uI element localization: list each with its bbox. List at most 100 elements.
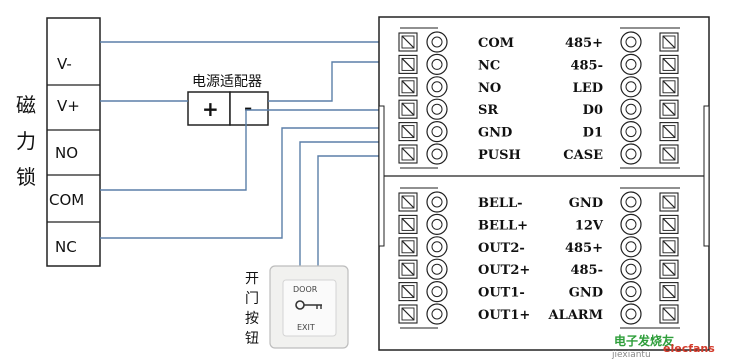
- terminal-left-bottom-0: [398, 192, 418, 212]
- controller-label-left-top-1: NC: [478, 58, 500, 73]
- terminal-left-bottom-1: [398, 214, 418, 234]
- exit-button-title-char-1: 开: [245, 271, 259, 287]
- controller-label-right-bottom-1: 12V: [575, 218, 604, 233]
- terminal-ring-right-top-0: [620, 31, 642, 53]
- terminal-right-bottom-2: [659, 237, 679, 257]
- controller-label-left-top-5: PUSH: [478, 148, 521, 163]
- exit-button: DOOR EXIT 开 门 按 钮: [245, 265, 349, 349]
- terminal-ring-left-bottom-5: [426, 303, 448, 325]
- terminal-right-bottom-0: [659, 192, 679, 212]
- terminal-ring-left-top-2: [426, 76, 448, 98]
- power-adapter: 电源适配器 + -: [187, 74, 269, 126]
- lock-title-char-1: 磁: [16, 93, 36, 117]
- controller-label-right-bottom-5: ALARM: [547, 308, 603, 323]
- terminal-screws: [398, 31, 679, 325]
- terminal-left-top-3: [398, 99, 418, 119]
- terminal-ring-right-bottom-0: [620, 191, 642, 213]
- terminal-right-bottom-1: [659, 214, 679, 234]
- lock-title-char-3: 锁: [16, 165, 36, 189]
- magnetic-lock: V- V+ NO COM NC 磁 力 锁: [16, 17, 101, 267]
- power-adapter-title: 电源适配器: [192, 74, 262, 90]
- controller-label-left-bottom-1: BELL+: [478, 218, 528, 233]
- terminal-ring-left-top-3: [426, 98, 448, 120]
- watermark: 电子发烧友 jiexiantu elecfans: [611, 333, 715, 360]
- watermark-text: 电子发烧友: [614, 333, 674, 348]
- terminal-left-top-1: [398, 54, 418, 74]
- terminal-ring-left-top-0: [426, 31, 448, 53]
- lock-terminal-vplus: V+: [57, 97, 80, 115]
- terminal-ring-left-top-1: [426, 53, 448, 76]
- controller-label-right-bottom-4: GND: [569, 286, 603, 301]
- adapter-plus-terminal: [187, 91, 231, 126]
- terminal-right-top-2: [659, 77, 679, 97]
- controller-label-right-top-2: LED: [573, 81, 603, 96]
- terminal-ring-right-top-2: [620, 76, 642, 98]
- adapter-minus-label: -: [244, 96, 252, 120]
- wire-nc-gnd: [100, 127, 400, 239]
- controller-label-left-bottom-0: BELL-: [478, 196, 523, 211]
- terminal-ring-right-bottom-3: [620, 258, 642, 280]
- exit-button-title-char-3: 按: [245, 311, 259, 327]
- controller-label-left-bottom-2: OUT2-: [478, 241, 525, 256]
- terminal-ring-left-bottom-4: [426, 281, 448, 303]
- terminal-left-bottom-3: [398, 259, 418, 279]
- terminal-ring-right-bottom-4: [620, 281, 642, 303]
- controller-label-left-top-2: NO: [478, 81, 501, 96]
- controller-label-right-bottom-2: 485+: [565, 241, 603, 256]
- terminal-left-bottom-5: [398, 304, 418, 324]
- terminal-left-top-0: [398, 32, 418, 52]
- controller-label-right-top-0: 485+: [565, 36, 603, 51]
- terminal-ring-right-bottom-5: [620, 303, 642, 325]
- terminal-ring-right-top-4: [620, 121, 642, 143]
- terminal-ring-right-top-3: [620, 98, 642, 120]
- exit-button-bottom-text: EXIT: [297, 323, 315, 332]
- controller-label-left-bottom-3: OUT2+: [478, 263, 530, 278]
- wire-button-push: [317, 155, 400, 268]
- lock-terminal-com: COM: [49, 191, 84, 209]
- terminal-left-bottom-2: [398, 237, 418, 257]
- exit-button-top-text: DOOR: [293, 285, 318, 294]
- lock-title-char-2: 力: [16, 129, 36, 153]
- terminal-right-bottom-3: [659, 259, 679, 279]
- terminal-ring-right-top-5: [620, 143, 642, 165]
- terminal-left-bottom-4: [398, 282, 418, 302]
- controller-label-right-top-5: CASE: [563, 148, 603, 163]
- controller-label-right-top-3: D0: [583, 103, 603, 118]
- terminal-ring-left-bottom-1: [426, 213, 448, 235]
- exit-button-title-char-2: 门: [245, 291, 259, 307]
- adapter-minus-terminal: [229, 91, 269, 126]
- wires: [100, 41, 400, 268]
- terminal-ring-left-bottom-0: [426, 191, 448, 213]
- terminal-right-top-5: [659, 144, 679, 164]
- exit-button-title-char-4: 钮: [245, 331, 259, 347]
- terminal-right-bottom-5: [659, 304, 679, 324]
- controller-label-right-top-1: 485-: [570, 58, 603, 73]
- terminal-right-top-3: [659, 99, 679, 119]
- lock-terminal-block: [46, 17, 101, 267]
- controller-label-left-top-0: COM: [478, 36, 514, 51]
- terminal-left-top-4: [398, 122, 418, 142]
- terminal-ring-left-bottom-2: [426, 236, 448, 258]
- terminal-right-top-4: [659, 122, 679, 142]
- controller-label-right-bottom-3: 485-: [570, 263, 603, 278]
- terminal-ring-right-bottom-2: [620, 236, 642, 258]
- wire-adapter-nc: [268, 61, 400, 102]
- terminal-right-top-1: [659, 54, 679, 74]
- watermark-site: elecfans: [663, 342, 715, 355]
- controller-label-left-bottom-5: OUT1+: [478, 308, 530, 323]
- terminal-left-top-5: [398, 144, 418, 164]
- lock-terminal-no: NO: [55, 144, 78, 162]
- controller-label-left-top-4: GND: [478, 126, 512, 141]
- controller-label-left-top-3: SR: [478, 103, 498, 118]
- terminal-ring-right-bottom-1: [620, 213, 642, 235]
- adapter-plus-label: +: [202, 97, 219, 121]
- terminal-ring-left-top-4: [426, 121, 448, 143]
- terminal-ring-left-top-5: [426, 143, 448, 165]
- watermark-sub: jiexiantu: [611, 350, 651, 360]
- terminal-right-top-0: [659, 32, 679, 52]
- controller-label-left-bottom-4: OUT1-: [478, 286, 525, 301]
- key-icon: [295, 300, 322, 310]
